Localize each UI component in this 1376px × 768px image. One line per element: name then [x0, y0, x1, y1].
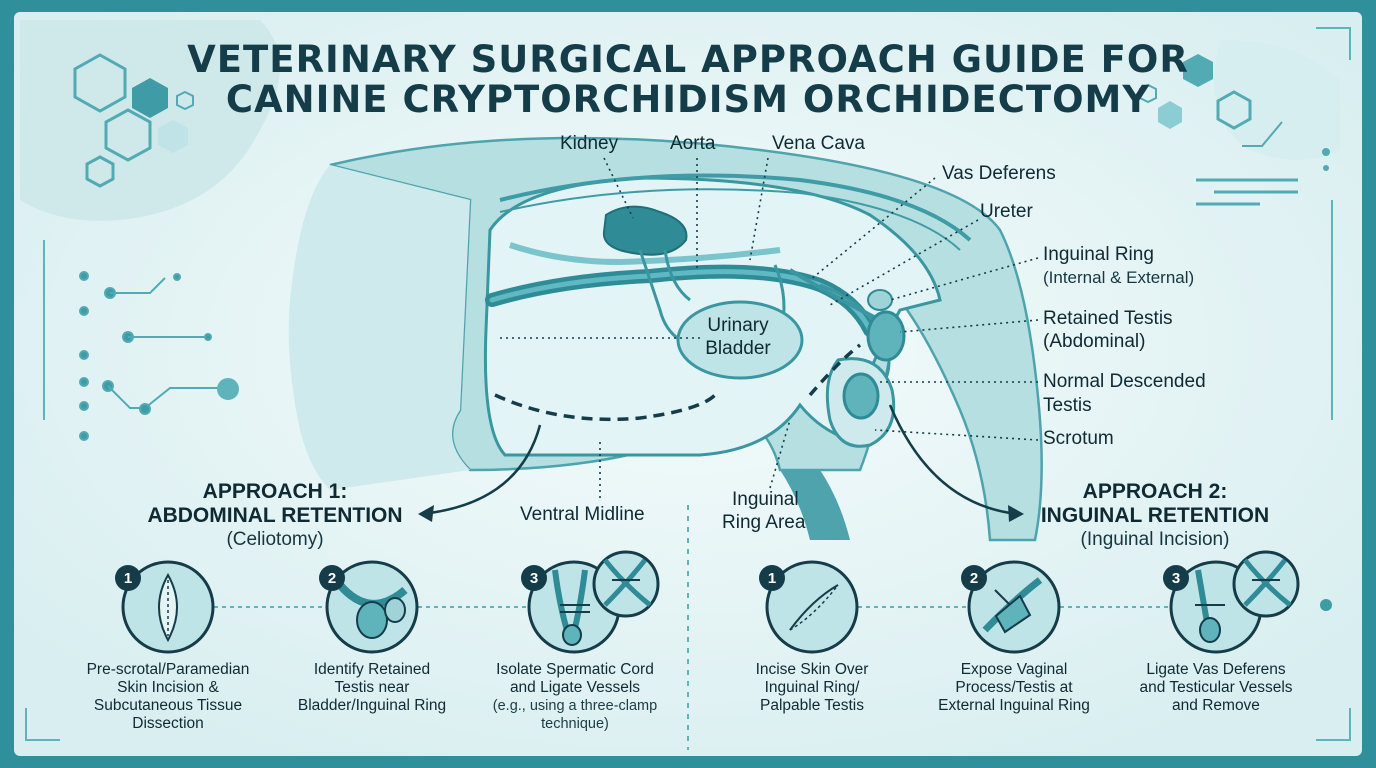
approach-2-subtitle-bold: INGUINAL RETENTION — [1040, 504, 1270, 527]
step-number-3b: 3 — [1172, 570, 1180, 587]
kidney-organ — [602, 205, 688, 256]
step-1a-caption: Pre-scrotal/Paramedian Skin Incision & S… — [68, 661, 268, 733]
label-ventral-midline: Ventral Midline — [520, 504, 645, 525]
step-icons-approach-1 — [121, 550, 660, 654]
label-kidney: Kidney — [560, 133, 619, 154]
step-number-1b: 1 — [768, 570, 776, 587]
step-3a-caption: Isolate Spermatic Cord and Ligate Vessel… — [470, 661, 680, 733]
step-icons-approach-2 — [765, 550, 1300, 654]
step-1a-line: Subcutaneous Tissue — [93, 697, 243, 714]
approach-1-subtitle-bold: ABDOMINAL RETENTION — [147, 504, 403, 527]
step-1a-line: Pre-scrotal/Paramedian — [86, 661, 250, 678]
step-3b-line: Ligate Vas Deferens — [1146, 661, 1286, 678]
approach-2-method: (Inguinal Incision) — [1080, 529, 1230, 550]
ventral-midline-incision — [494, 393, 717, 422]
step-1b-line: Incise Skin Over — [755, 661, 869, 678]
retained-testis-organ — [866, 310, 906, 362]
title-line-1: VETERINARY SURGICAL APPROACH GUIDE FOR — [187, 38, 1189, 81]
urinary-bladder-organ — [676, 300, 804, 380]
step-3a-line: and Ligate Vessels — [509, 679, 641, 696]
step-2b-line: Process/Testis at — [955, 679, 1073, 696]
step-1b-line: Inguinal Ring/ — [764, 679, 860, 696]
corner-blob-right — [1214, 40, 1340, 160]
step-1a-line: Skin Incision & — [117, 679, 219, 696]
label-scrotum: Scrotum — [1043, 428, 1114, 449]
step-1b-line: Palpable Testis — [760, 697, 864, 714]
approach-arrows — [418, 404, 1024, 522]
label-vena-cava: Vena Cava — [772, 133, 865, 154]
step-1a-line: Dissection — [132, 715, 204, 732]
approach-1-title: APPROACH 1: — [202, 480, 348, 503]
label-ring-area: Ring Area — [722, 512, 806, 533]
label-vas-deferens: Vas Deferens — [942, 163, 1056, 184]
descended-testis-organ — [842, 372, 880, 420]
label-retained-testis-sub: (Abdominal) — [1043, 331, 1146, 352]
step-3a-line: Isolate Spermatic Cord — [496, 661, 654, 678]
step-3b-line: and Remove — [1172, 697, 1260, 714]
label-normal-testis-sub: Testis — [1043, 395, 1092, 416]
leader-lines — [500, 157, 1039, 498]
step-3b-line: and Testicular Vessels — [1139, 679, 1293, 696]
label-ureter: Ureter — [980, 201, 1033, 222]
label-aorta: Aorta — [670, 133, 716, 154]
title-line-2: CANINE CRYPTORCHIDISM ORCHIDECTOMY — [225, 78, 1151, 121]
hexagon-decoration-left — [73, 53, 194, 188]
label-normal-testis: Normal Descended — [1043, 371, 1206, 392]
label-inguinal-ring-sub: (Internal & External) — [1043, 268, 1195, 287]
step-2b-line: Expose Vaginal — [960, 661, 1068, 678]
step-number-3a: 3 — [530, 570, 538, 587]
step-2a-caption: Identify Retained Testis near Bladder/In… — [272, 661, 472, 715]
step-number-1a: 1 — [124, 570, 132, 587]
label-retained-testis: Retained Testis — [1043, 308, 1173, 329]
label-bladder: Bladder — [705, 338, 771, 359]
step-2b-caption: Expose Vaginal Process/Testis at Externa… — [914, 661, 1114, 715]
step-2a-line: Bladder/Inguinal Ring — [297, 697, 447, 714]
hexagon-decoration-right — [1139, 54, 1330, 206]
approach-2-title: APPROACH 2: — [1082, 480, 1228, 503]
step-3a-note: technique) — [541, 716, 609, 732]
label-urinary: Urinary — [707, 315, 769, 336]
anatomy-illustration — [288, 136, 1043, 542]
step-1b-caption: Incise Skin Over Inguinal Ring/ Palpable… — [712, 661, 912, 715]
label-inguinal-ring: Inguinal Ring — [1043, 244, 1154, 265]
number-badges — [115, 565, 1189, 591]
step-2a-line: Testis near — [334, 679, 410, 696]
step-number-2b: 2 — [970, 570, 978, 587]
approach-1-method: (Celiotomy) — [226, 529, 324, 550]
label-inguinal-area: Inguinal — [732, 489, 799, 510]
step-number-2a: 2 — [328, 570, 336, 587]
step-3b-caption: Ligate Vas Deferens and Testicular Vesse… — [1116, 661, 1316, 715]
step-2b-line: External Inguinal Ring — [938, 697, 1090, 714]
step-3a-note: (e.g., using a three-clamp — [492, 698, 658, 714]
circuit-decoration-left — [79, 271, 1332, 611]
step-2a-line: Identify Retained — [313, 661, 431, 678]
